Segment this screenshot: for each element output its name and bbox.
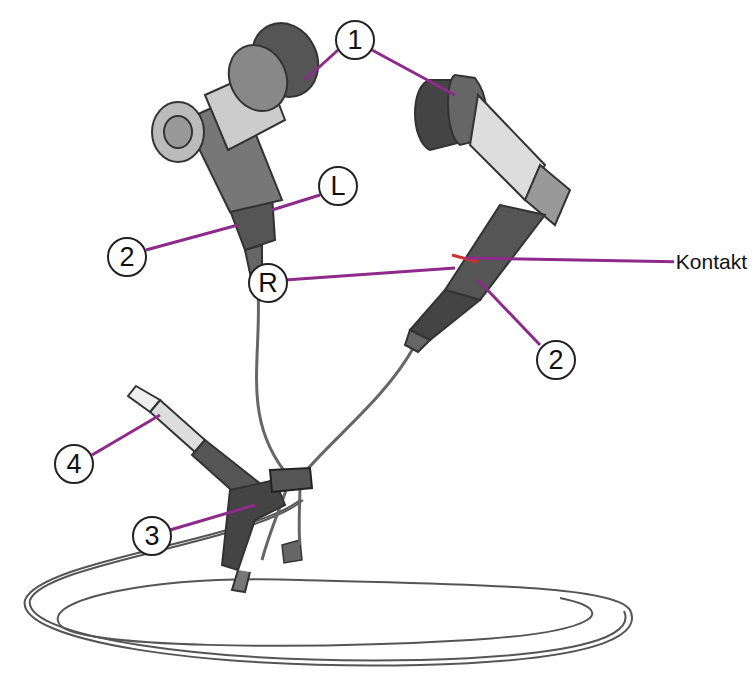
callout-number: 2 bbox=[107, 237, 147, 277]
side-marker: R bbox=[248, 263, 288, 303]
callout-number: 4 bbox=[54, 444, 94, 484]
callout-number: 2 bbox=[536, 340, 576, 380]
callout-number: 1 bbox=[335, 20, 375, 60]
part-name: Kontakt bbox=[674, 250, 749, 274]
callout-number: 3 bbox=[132, 516, 172, 556]
side-marker: L bbox=[318, 166, 358, 206]
